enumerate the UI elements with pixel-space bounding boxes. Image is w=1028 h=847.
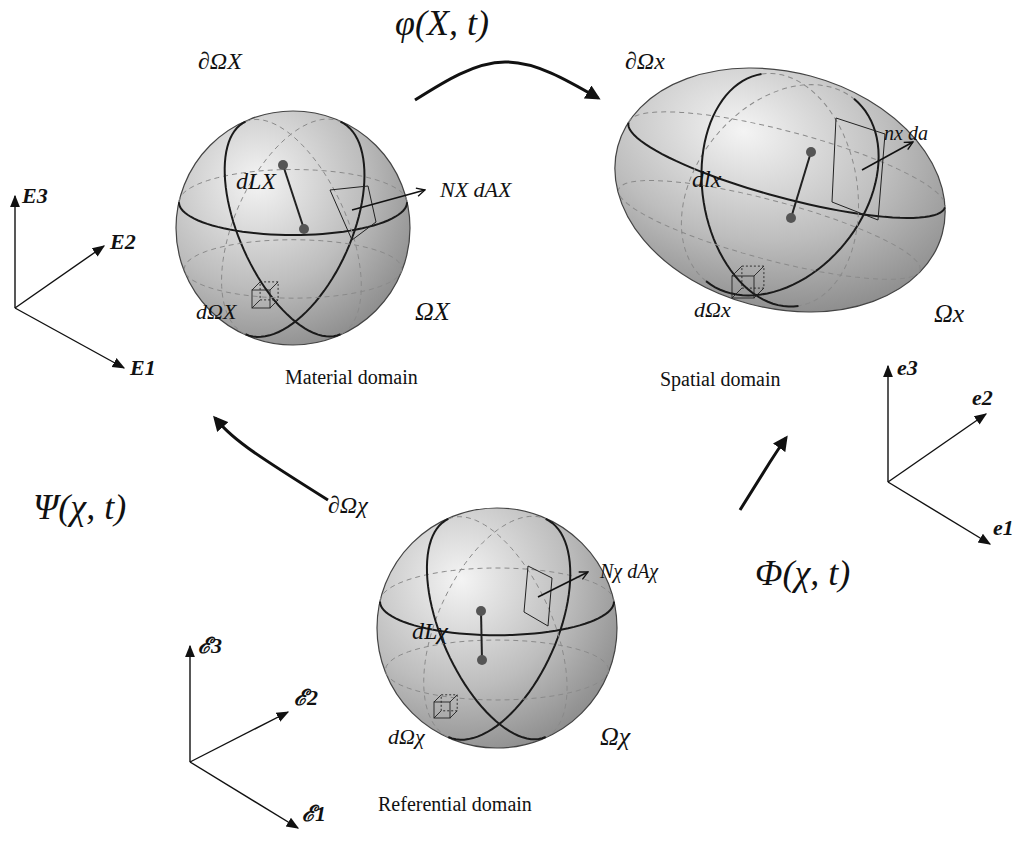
mapping-label: Φ(χ, t) — [752, 554, 853, 594]
math-symbol-label: NX dAX — [440, 178, 512, 202]
math-symbol-label: nx da — [884, 122, 928, 144]
axis-line — [189, 646, 190, 762]
volume-element — [434, 695, 457, 718]
hidden-grid-line — [448, 517, 567, 737]
hidden-grid-line — [706, 70, 891, 316]
line-element-end — [477, 655, 487, 665]
hidden-grid-line — [665, 58, 855, 306]
axis-line — [15, 246, 104, 308]
domain-node: ∂Ωx dlx nx da dΩx ΩxSpatial domain — [590, 40, 980, 445]
math-symbol-label: Ωχ — [600, 723, 630, 752]
axis-label: E1 — [130, 356, 156, 380]
element-figures — [732, 118, 913, 298]
axis-label: e2 — [972, 386, 993, 410]
line-element — [791, 152, 811, 218]
hidden-grid-line — [611, 161, 928, 299]
line-element-end — [786, 213, 796, 223]
normal-vector — [538, 572, 588, 597]
math-symbol-label: dlx — [692, 166, 721, 192]
axis-label: e1 — [993, 516, 1014, 540]
visible-grid-line — [705, 74, 895, 322]
element-figures — [434, 566, 588, 718]
math-symbol-label: dLχ — [412, 618, 448, 644]
line-element-end — [476, 606, 486, 616]
math-symbol-label: ∂Ωχ — [328, 492, 368, 518]
domain-outline — [377, 508, 617, 748]
normal-vector — [862, 142, 913, 170]
axis-line — [190, 712, 288, 762]
visible-grid-line — [669, 64, 854, 310]
axis-label: ℰ2 — [294, 686, 318, 710]
math-symbol-label: ΩX — [415, 298, 450, 327]
axis-line — [888, 482, 990, 544]
visible-grid-line — [448, 519, 570, 740]
visible-grid-line — [225, 122, 341, 337]
hidden-grid-line — [629, 91, 954, 208]
math-symbol-label: Nχ dAχ — [600, 560, 658, 582]
math-symbol-label: dΩχ — [388, 725, 425, 749]
normal-vector — [352, 190, 425, 210]
line-element-end — [299, 224, 309, 234]
domain-node: ∂Ωχ Nχ dAχ dLχ dΩχ ΩχReferential domain — [320, 480, 680, 830]
material-axes — [15, 196, 124, 368]
hidden-grid-line — [222, 119, 341, 334]
domain-shape — [320, 480, 680, 830]
mapping-arrow — [415, 62, 598, 100]
hidden-grid-line — [246, 119, 362, 334]
axis-line — [888, 414, 986, 482]
line-element-end — [278, 160, 288, 170]
area-element — [524, 566, 552, 626]
referential-axes — [190, 646, 298, 828]
globe — [176, 111, 410, 345]
domain-shape — [590, 40, 980, 445]
area-element — [832, 118, 885, 220]
domain-node: ∂ΩX dLX NX dAX dΩX ΩX Material domain — [180, 40, 550, 440]
math-symbol-label: Ωx — [934, 300, 964, 329]
domain-outline — [587, 33, 973, 348]
volume-element — [732, 266, 764, 298]
math-symbol-label: ∂ΩX — [198, 48, 242, 74]
globe — [377, 508, 617, 748]
visible-grid-line — [246, 122, 365, 337]
axis-label: ℰ1 — [302, 802, 326, 826]
domain-outline — [176, 111, 410, 345]
axis-line — [190, 762, 298, 828]
domain-heading: Spatial domain — [660, 368, 781, 390]
hidden-grid-line — [184, 240, 402, 299]
math-symbol-label: ∂Ωx — [625, 48, 665, 74]
axis-line — [15, 308, 124, 368]
area-element — [330, 186, 376, 240]
axis-label: e3 — [897, 356, 918, 380]
line-element-end — [806, 147, 816, 157]
hidden-grid-line — [380, 568, 614, 602]
line-element — [481, 611, 482, 660]
math-symbol-label: dLX — [236, 168, 276, 194]
axis-label: ℰ3 — [198, 634, 222, 658]
globe — [587, 33, 973, 348]
axis-line — [14, 196, 15, 308]
hidden-grid-line — [385, 640, 608, 700]
mapping-label: φ(X, t) — [392, 4, 492, 44]
element-figures — [252, 160, 425, 308]
line-element — [283, 165, 304, 229]
mapping-arrow — [215, 418, 328, 500]
volume-element — [252, 282, 278, 308]
axis-line — [887, 366, 888, 482]
mapping-arrow — [740, 438, 786, 510]
mapping-label: Ψ(χ, t) — [30, 488, 129, 528]
domain-heading: Material domain — [285, 366, 418, 388]
domain-heading: Referential domain — [378, 793, 532, 815]
math-symbol-label: dΩx — [694, 298, 731, 322]
math-symbol-label: dΩX — [196, 300, 236, 324]
axis-label: E2 — [110, 230, 136, 254]
axis-label: E3 — [22, 184, 48, 208]
